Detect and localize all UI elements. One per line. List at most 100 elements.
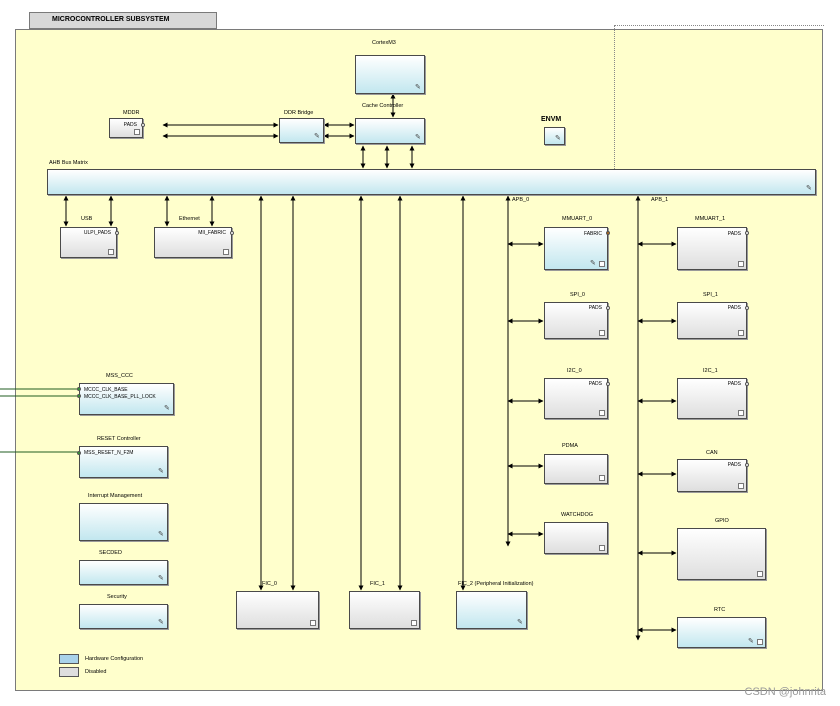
config-wrench-icon[interactable]: ✎ <box>590 260 596 267</box>
port-pin-icon[interactable] <box>77 451 81 455</box>
envm-label: ENVM <box>541 116 562 123</box>
disabled-checkbox-icon[interactable] <box>738 410 744 416</box>
disabled-checkbox-icon[interactable] <box>599 410 605 416</box>
mss-ccc-block[interactable]: MCCC_CLK_BASE MCCC_CLK_BASE_PLL_LOCK ✎ <box>77 383 174 415</box>
fic2-label: FIC_2 (Peripheral Initialization) <box>458 581 534 587</box>
port-pin-icon[interactable] <box>745 382 749 386</box>
port-pin-icon[interactable] <box>606 382 610 386</box>
config-wrench-icon[interactable]: ✎ <box>806 185 812 192</box>
mss-ccc-label: MSS_CCC <box>106 373 133 379</box>
port-pin-icon[interactable] <box>745 231 749 235</box>
port-pin-icon[interactable] <box>77 387 81 391</box>
ethernet-port: MII_FABRIC <box>198 230 226 236</box>
rtc-block[interactable]: ✎ <box>677 617 766 648</box>
config-wrench-icon[interactable]: ✎ <box>517 619 523 626</box>
secded-block[interactable]: ✎ <box>79 560 168 585</box>
cache-label: Cache Controller <box>362 103 404 109</box>
cortex-label: CortexM3 <box>372 40 396 46</box>
disabled-checkbox-icon[interactable] <box>310 620 316 626</box>
spi1-label: SPI_1 <box>703 292 718 298</box>
config-wrench-icon[interactable]: ✎ <box>158 531 164 538</box>
spi1-block[interactable]: PADS <box>677 302 749 339</box>
gpio-block[interactable] <box>677 528 766 580</box>
envm-block[interactable]: ✎ <box>544 127 565 145</box>
config-wrench-icon[interactable]: ✎ <box>164 405 170 412</box>
spi1-port: PADS <box>727 305 741 311</box>
config-wrench-icon[interactable]: ✎ <box>314 133 320 140</box>
can-block[interactable]: PADS <box>677 459 749 492</box>
interrupt-management-block[interactable]: ✎ <box>79 503 168 541</box>
disabled-checkbox-icon[interactable] <box>134 129 140 135</box>
mmuart0-block[interactable]: FABRIC ✎ <box>544 227 610 270</box>
i2c1-port: PADS <box>727 381 741 387</box>
usb-block[interactable]: ULPI_PADS <box>60 227 119 258</box>
ddr-bridge-label: DDR Bridge <box>284 110 314 116</box>
mss-ccc-port-2: MCCC_CLK_BASE_PLL_LOCK <box>84 394 156 400</box>
config-wrench-icon[interactable]: ✎ <box>415 134 421 141</box>
i2c0-block[interactable]: PADS <box>544 378 610 419</box>
spi0-label: SPI_0 <box>570 292 585 298</box>
port-pin-icon[interactable] <box>141 123 145 127</box>
disabled-checkbox-icon[interactable] <box>738 330 744 336</box>
mmuart1-block[interactable]: PADS <box>677 227 749 270</box>
i2c1-block[interactable]: PADS <box>677 378 749 419</box>
i2c1-label: I2C_1 <box>703 368 718 374</box>
mmuart0-label: MMUART_0 <box>562 216 593 222</box>
apb1-label: APB_1 <box>651 197 669 203</box>
disabled-checkbox-icon[interactable] <box>223 249 229 255</box>
ethernet-label: Ethernet <box>179 216 200 222</box>
ahb-bus-matrix-block[interactable]: ✎ <box>47 169 816 195</box>
fic1-label: FIC_1 <box>370 581 385 587</box>
fic1-block[interactable] <box>349 591 420 629</box>
mddr-port: PADS <box>123 122 137 128</box>
port-pin-icon[interactable] <box>745 463 749 467</box>
mmuart0-port: FABRIC <box>583 231 602 237</box>
enable-checkbox-icon[interactable] <box>757 639 763 645</box>
legend-hardware-swatch <box>59 654 79 664</box>
disabled-checkbox-icon[interactable] <box>411 620 417 626</box>
config-wrench-icon[interactable]: ✎ <box>415 84 421 91</box>
fic2-block[interactable]: ✎ <box>456 591 527 629</box>
disabled-checkbox-icon[interactable] <box>599 330 605 336</box>
config-wrench-icon[interactable]: ✎ <box>158 619 164 626</box>
config-wrench-icon[interactable]: ✎ <box>555 135 561 142</box>
mss-ccc-port-1: MCCC_CLK_BASE <box>84 387 128 393</box>
config-wrench-icon[interactable]: ✎ <box>748 638 754 645</box>
watchdog-block[interactable] <box>544 522 608 554</box>
mddr-block[interactable]: PADS <box>109 118 145 138</box>
pdma-label: PDMA <box>562 443 578 449</box>
port-pin-icon[interactable] <box>230 231 234 235</box>
ethernet-block[interactable]: MII_FABRIC <box>154 227 234 258</box>
port-pin-icon[interactable] <box>606 231 610 235</box>
spi0-block[interactable]: PADS <box>544 302 610 339</box>
mmuart1-label: MMUART_1 <box>695 216 726 222</box>
legend-hardware-label: Hardware Configuration <box>85 656 144 662</box>
disabled-checkbox-icon[interactable] <box>599 475 605 481</box>
config-wrench-icon[interactable]: ✎ <box>158 575 164 582</box>
disabled-checkbox-icon[interactable] <box>738 261 744 267</box>
apb0-label: APB_0 <box>512 197 530 203</box>
cache-controller-block[interactable]: ✎ <box>355 118 425 144</box>
port-pin-icon[interactable] <box>745 306 749 310</box>
subsystem-title-tab[interactable]: MICROCONTROLLER SUBSYSTEM <box>29 12 217 29</box>
reset-controller-block[interactable]: MSS_RESET_N_F2M ✎ <box>77 446 168 478</box>
enable-checkbox-icon[interactable] <box>599 261 605 267</box>
cortex-m3-block[interactable]: ✎ <box>355 55 425 94</box>
disabled-checkbox-icon[interactable] <box>108 249 114 255</box>
gpio-label: GPIO <box>715 518 729 524</box>
pdma-block[interactable] <box>544 454 608 484</box>
disabled-checkbox-icon[interactable] <box>599 545 605 551</box>
port-pin-icon[interactable] <box>606 306 610 310</box>
port-pin-icon[interactable] <box>77 394 81 398</box>
ddr-bridge-block[interactable]: ✎ <box>279 118 324 143</box>
legend-disabled-label: Disabled <box>85 669 107 675</box>
fic0-block[interactable] <box>236 591 319 629</box>
config-wrench-icon[interactable]: ✎ <box>158 468 164 475</box>
port-pin-icon[interactable] <box>115 231 119 235</box>
i2c0-label: I2C_0 <box>567 368 582 374</box>
security-block[interactable]: ✎ <box>79 604 168 629</box>
disabled-checkbox-icon[interactable] <box>757 571 763 577</box>
disabled-checkbox-icon[interactable] <box>738 483 744 489</box>
rtc-label: RTC <box>714 607 726 613</box>
mmuart1-port: PADS <box>727 231 741 237</box>
